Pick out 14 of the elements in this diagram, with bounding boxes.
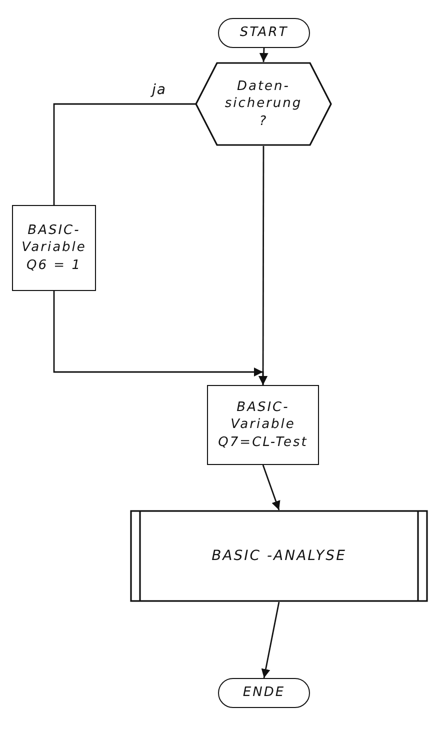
node-label: Daten- sicherung ? <box>224 78 304 130</box>
process-box <box>207 385 319 465</box>
node-label: BASIC- Variable Q7=CL-Test <box>217 398 309 452</box>
terminal-box <box>218 678 310 708</box>
node-label: START <box>240 24 288 42</box>
process-box <box>12 205 96 291</box>
arrow <box>262 464 280 510</box>
terminal-box <box>218 18 310 48</box>
node-label: ENDE <box>242 684 286 702</box>
arrow <box>258 146 268 385</box>
arrow <box>261 602 280 678</box>
arrow <box>259 48 268 62</box>
node-label: BASIC- Variable Q6 = 1 <box>20 222 88 274</box>
node-label: BASIC -ANALYSE <box>212 546 346 566</box>
